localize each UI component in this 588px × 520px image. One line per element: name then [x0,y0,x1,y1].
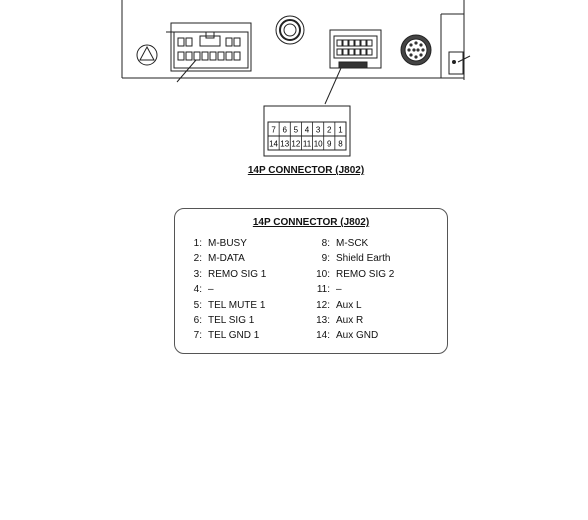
pin-number: 10: [316,268,330,280]
pin-number: 7: [193,330,202,342]
pin-row: 10: REMO SIG 2 [308,269,394,284]
pin-signal-name: Aux GND [336,330,379,342]
pin-table-title: 14P CONNECTOR (J802) [252,217,370,228]
pin-signal-name: TEL GND 1 [208,330,260,342]
pin-row: 6: TEL SIG 1 [180,315,266,330]
pin-signal-name: TEL MUTE 1 [208,299,266,311]
pin-signal-name: M-DATA [208,253,245,265]
round-jack-icon [275,15,305,45]
pin-number: 6: [193,314,202,326]
pin-row: 3: REMO SIG 1 [180,268,267,284]
pin-number: 9: [321,253,330,265]
pin-signal-name: Aux L [336,299,362,311]
pin-assignment-table: 14P CONNECTOR (J802) 1: M-BUSY 2: M-DATA 3… [174,208,448,354]
pin-label: 3 [316,126,321,135]
pin-label: 5 [294,126,299,135]
pin-label: 4 [305,126,310,135]
pin-number: 13: [316,314,330,326]
pin-number: 5: [193,299,202,311]
pin-signal-name: M-SCK [336,238,369,249]
main-harness-pins [177,37,241,61]
pin-label: 11 [303,140,312,149]
pin-number: 12: [316,299,330,311]
pin-label: 8 [338,140,343,149]
pin-number: 2: [193,253,202,265]
j802-chassis-connector [324,29,382,105]
pin-column-left: 1: M-BUSY 2: M-DATA 3: REMO SIG 1 4:– 5: TEL… [180,238,267,346]
pin-row: 8: M-SCK [308,238,394,253]
pin-label: 14 [269,140,278,149]
pin-number: 3: [193,268,202,280]
din-socket-icon [400,34,432,66]
pin-signal-name: Shield Earth [336,253,391,265]
pin-number: 4: [193,284,202,296]
pin-label: 6 [282,126,287,135]
pin-number: 11: [316,284,330,296]
pin-row: 2: M-DATA [180,253,266,268]
main-harness-connector [166,22,252,83]
pin-row: 5: TEL MUTE 1 [180,300,266,315]
ground-tab-icon [448,51,471,75]
connector-caption: 14P CONNECTOR (J802) [247,165,365,176]
pin-row: 9: Shield Earth [308,253,394,268]
pin-row: 1: M-BUSY [180,238,266,253]
pin-signal-name: TEL SIG 1 [208,314,255,326]
chassis-outline [121,0,465,80]
pin-label: 1 [338,126,343,135]
pin-signal-name: REMO SIG 2 [336,268,395,280]
pin-number: 1: [193,238,202,249]
pin-label: 9 [327,140,332,149]
pin-number: 14: [316,330,330,342]
pin-signal-name: – [208,284,214,296]
pin-label: 13 [280,140,289,149]
pin-row: 4:– [180,284,266,299]
pin-row: 13: Aux R [308,315,394,330]
pin-row: 12: Aux L [308,300,394,315]
pin-label: 2 [327,126,332,135]
pin-label: 12 [291,140,300,149]
pin-signal-name: M-BUSY [208,238,247,249]
pin-row: 14: Aux GND [308,330,394,345]
pin-column-right: 8: M-SCK 9: Shield Earth 10: REMO SIG 2 11:… [308,238,394,346]
pin-row: 11:– [308,284,394,299]
pin-label: 7 [271,126,276,135]
pin-label: 10 [314,140,323,149]
pin-signal-name: – [336,284,342,296]
caution-triangle-icon [136,44,158,66]
pin-number: 8: [321,238,330,249]
pin-signal-name: Aux R [336,314,364,326]
pin-row: 7: TEL GND 1 [180,330,266,345]
pin-signal-name: REMO SIG 1 [208,268,267,280]
j802-chassis-pins [336,39,373,56]
